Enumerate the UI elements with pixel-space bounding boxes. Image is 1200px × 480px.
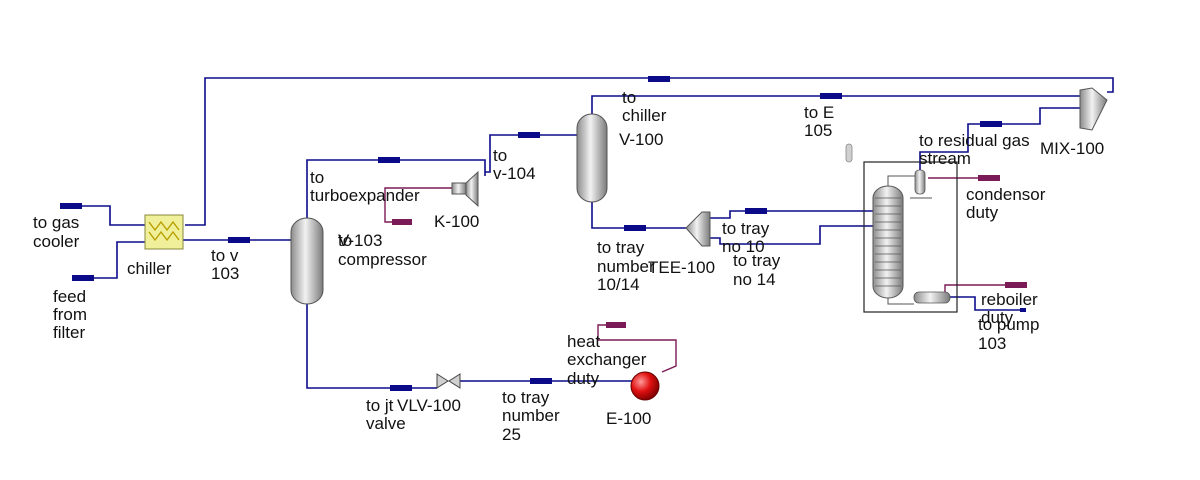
label-tee100: TEE-100 xyxy=(648,258,715,277)
label-to-tray-no10: to tray no 10 xyxy=(722,219,774,256)
v100-liquid-line[interactable] xyxy=(591,200,686,229)
label-to-chiller: to chiller xyxy=(622,88,667,125)
to-tray-no14-line[interactable] xyxy=(706,225,873,245)
small-separator-icon xyxy=(845,143,853,163)
label-to-tray-25: to tray number 25 xyxy=(502,388,564,444)
arrow-marker xyxy=(530,378,552,384)
label-to-v-103: to v 103 xyxy=(211,246,243,283)
to-jt-valve-line[interactable] xyxy=(306,303,437,389)
label-e100: E-100 xyxy=(606,409,651,428)
energy-arrow-marker xyxy=(392,219,412,225)
chiller-exchanger[interactable] xyxy=(144,214,184,250)
arrow-marker xyxy=(624,225,646,231)
label-to-v104: to v-104 xyxy=(493,146,536,183)
arrow-marker xyxy=(1020,308,1026,312)
label-to-tray-10-14: to tray number 10/14 xyxy=(597,238,659,294)
heater-e100[interactable] xyxy=(630,371,660,401)
energy-arrow-marker xyxy=(606,322,626,328)
label-to-compressor: to compressor xyxy=(338,231,427,269)
arrow-marker xyxy=(648,76,670,82)
reboiler-drum[interactable] xyxy=(913,291,951,304)
to-pump-line[interactable] xyxy=(950,296,1023,311)
distillation-column-t100[interactable] xyxy=(863,161,958,313)
stream-arrows xyxy=(60,76,1027,391)
heat-exchanger-duty-loop[interactable] xyxy=(598,339,677,373)
label-mix100: MIX-100 xyxy=(1040,139,1104,158)
to-gas-cooler-line[interactable] xyxy=(62,205,145,226)
energy-arrow-marker xyxy=(978,175,1000,181)
arrow-marker xyxy=(228,237,250,243)
separator-v100[interactable] xyxy=(576,113,608,203)
label-condensor-duty: condensor duty xyxy=(966,185,1050,222)
label-to-turboexpander: to turboexpander xyxy=(310,168,420,205)
condenser-drum[interactable] xyxy=(914,169,926,195)
label-to-residual-gas: to residual gas stream xyxy=(919,131,1034,168)
feed-line[interactable] xyxy=(72,241,145,279)
arrow-marker xyxy=(518,132,540,138)
separator-v103[interactable] xyxy=(290,217,324,305)
arrow-marker xyxy=(820,93,842,99)
arrow-marker xyxy=(60,203,82,209)
mixer-mix100[interactable] xyxy=(1079,87,1108,131)
turboexpander-k100[interactable] xyxy=(451,170,479,208)
tee-splitter-tee100[interactable] xyxy=(685,211,711,247)
label-chiller-unit: chiller xyxy=(127,259,172,278)
arrow-marker xyxy=(378,157,400,163)
label-to-gas-cooler: to gas cooler xyxy=(33,213,84,251)
to-chiller-line[interactable] xyxy=(591,95,1080,115)
label-to-jt-valve: to jt valve xyxy=(366,396,406,433)
label-k100: K-100 xyxy=(434,212,479,231)
arrow-marker xyxy=(980,121,1002,127)
label-reboiler-duty: reboiler duty xyxy=(981,290,1042,327)
valve-vlv100[interactable] xyxy=(436,373,461,389)
labels: to gas cooler feed from filter chiller t… xyxy=(33,88,1104,444)
to-tray-no10-line[interactable] xyxy=(706,210,873,219)
label-feed-from-filter: feed from filter xyxy=(53,287,92,342)
label-heat-exchanger-duty: heat exchanger duty xyxy=(567,332,651,388)
label-to-pump-103: to pump 103 xyxy=(978,315,1044,353)
label-v100: V-100 xyxy=(619,130,663,149)
label-v103: V-103 xyxy=(338,231,382,250)
label-to-tray-no14: to tray no 14 xyxy=(733,251,785,289)
residual-gas-line[interactable] xyxy=(919,107,1080,193)
label-vlv100: VLV-100 xyxy=(397,396,461,415)
label-to-e105: to E 105 xyxy=(804,103,839,140)
energy-arrow-marker xyxy=(1005,282,1027,288)
arrow-marker xyxy=(72,275,94,281)
arrow-marker xyxy=(745,208,767,214)
arrow-marker xyxy=(390,385,412,391)
